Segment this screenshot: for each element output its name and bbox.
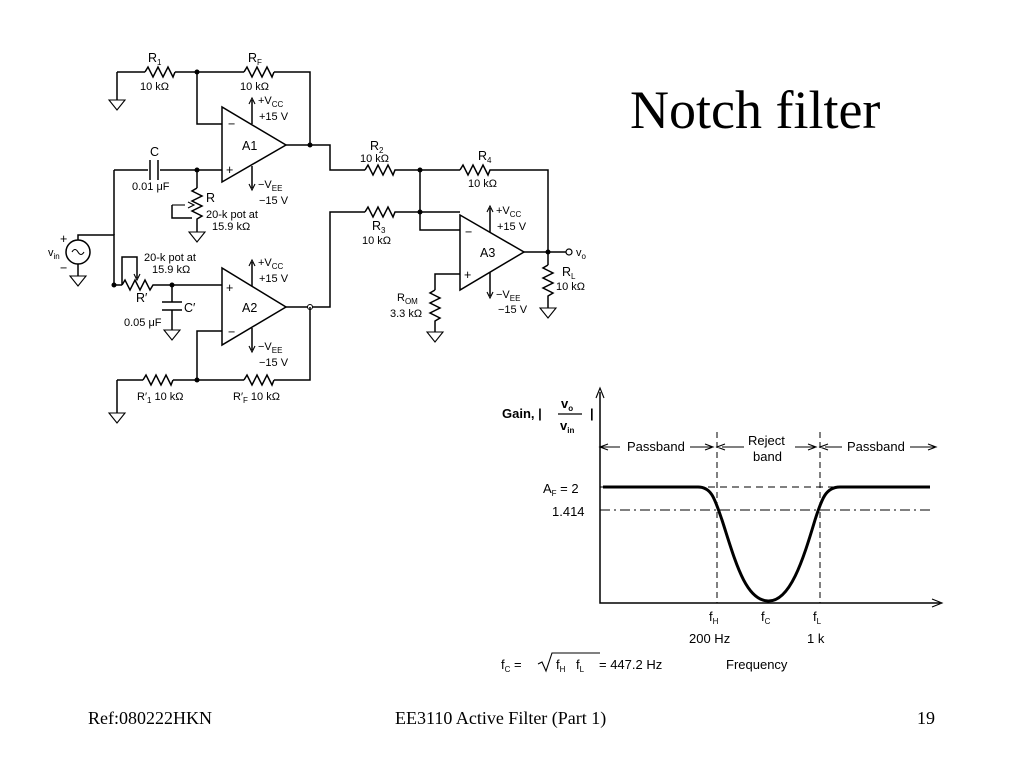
gain-close: | — [590, 406, 594, 421]
a2-plus: + — [226, 281, 233, 295]
fh-value: 200 Hz — [689, 631, 730, 646]
fh-label: fH — [709, 609, 719, 626]
a1-label: A1 — [242, 139, 257, 153]
formula-fh: fH — [556, 657, 566, 674]
a2-vee: −VEE — [258, 341, 282, 355]
notch-filter-schematic: R1 10 kΩ RF 10 kΩ − + A1 +VCC +15 V −VEE… — [48, 51, 587, 424]
r3-value: 10 kΩ — [362, 235, 391, 247]
r4-value: 10 kΩ — [468, 178, 497, 190]
a1-plus: + — [226, 163, 233, 177]
fl-label: fL — [813, 609, 822, 626]
a3-vee: −VEE — [496, 289, 520, 303]
a1-vee: −VEE — [258, 179, 282, 193]
a1-minus: − — [228, 117, 235, 131]
gain-label: Gain, | — [502, 406, 542, 421]
vo-label: vo — [576, 247, 587, 261]
level-1414-label: 1.414 — [552, 504, 585, 519]
rl-value: 10 kΩ — [556, 281, 585, 293]
footer-page-number: 19 — [917, 708, 935, 728]
rprime-note2: 15.9 kΩ — [152, 264, 190, 276]
r1-label: R1 — [148, 51, 162, 67]
a2-vcc: +VCC — [258, 257, 284, 271]
r1-value: 10 kΩ — [140, 81, 169, 93]
a3-plus: + — [464, 268, 471, 282]
fc-label: fC — [761, 609, 771, 626]
fl-value: 1 k — [807, 631, 825, 646]
r3-label: R3 — [372, 219, 386, 235]
passband-left: Passband — [627, 439, 685, 454]
a3-minus: − — [465, 225, 472, 239]
a3-vee-value: −15 V — [498, 304, 528, 316]
response-axes — [595, 386, 944, 608]
rl-label: RL — [562, 265, 576, 281]
a2-minus: − — [228, 325, 235, 339]
a1-vee-value: −15 V — [259, 195, 289, 207]
schematic-labels: R1 10 kΩ RF 10 kΩ − + A1 +VCC +15 V −VEE… — [48, 51, 587, 405]
r4-label: R4 — [478, 149, 492, 165]
a2-label: A2 — [242, 301, 257, 315]
sqrt-sign — [537, 652, 600, 673]
a3-vcc-value: +15 V — [497, 221, 527, 233]
rf-value: 10 kΩ — [240, 81, 269, 93]
frequency-axis-label: Frequency — [726, 657, 788, 672]
r-pot-note2: 15.9 kΩ — [212, 221, 250, 233]
a2-vcc-value: +15 V — [259, 273, 289, 285]
c-value: 0.01 μF — [132, 181, 170, 193]
r-pot-note1: 20-k pot at — [206, 209, 258, 221]
a3-label: A3 — [480, 246, 495, 260]
a1-vcc: +VCC — [258, 95, 284, 109]
rf-label: RF — [248, 51, 262, 67]
cprime-value: 0.05 μF — [124, 317, 162, 329]
formula-result: = 447.2 Hz — [599, 657, 662, 672]
response-curve — [603, 485, 930, 603]
rom-value: 3.3 kΩ — [390, 308, 422, 320]
reject-label-2: band — [753, 449, 782, 464]
gain-frac-num: vo — [561, 396, 573, 413]
rom-label: ROM — [397, 292, 418, 306]
vin-plus: + — [60, 232, 67, 246]
passband-right: Passband — [847, 439, 905, 454]
vin-minus: − — [60, 261, 67, 275]
formula-fl: fL — [576, 657, 585, 674]
rprime-note1: 20-k pot at — [144, 252, 196, 264]
r2-value: 10 kΩ — [360, 153, 389, 165]
rprime-label: R′ — [136, 291, 148, 305]
a1-vcc-value: +15 V — [259, 111, 289, 123]
slide-title: Notch filter — [630, 80, 881, 140]
r2-label: R2 — [370, 139, 384, 155]
a2-vee-value: −15 V — [259, 357, 289, 369]
af-label: AF = 2 — [543, 481, 579, 498]
gain-frac-den: vin — [560, 418, 574, 435]
a3-vcc: +VCC — [496, 205, 522, 219]
cprime-label: C′ — [184, 301, 196, 315]
c-label: C — [150, 145, 159, 159]
fc-formula: fC = — [501, 657, 522, 674]
vin-label: vin — [48, 247, 60, 261]
footer-course: EE3110 Active Filter (Part 1) — [395, 708, 607, 728]
footer-ref: Ref:080222HKN — [88, 708, 212, 728]
reject-label-1: Reject — [748, 433, 785, 448]
notch-response-plot: Gain, | vo vin | Passband Reject band Pa… — [501, 386, 944, 674]
r-pot-label: R — [206, 191, 215, 205]
schematic-wires — [65, 65, 573, 424]
